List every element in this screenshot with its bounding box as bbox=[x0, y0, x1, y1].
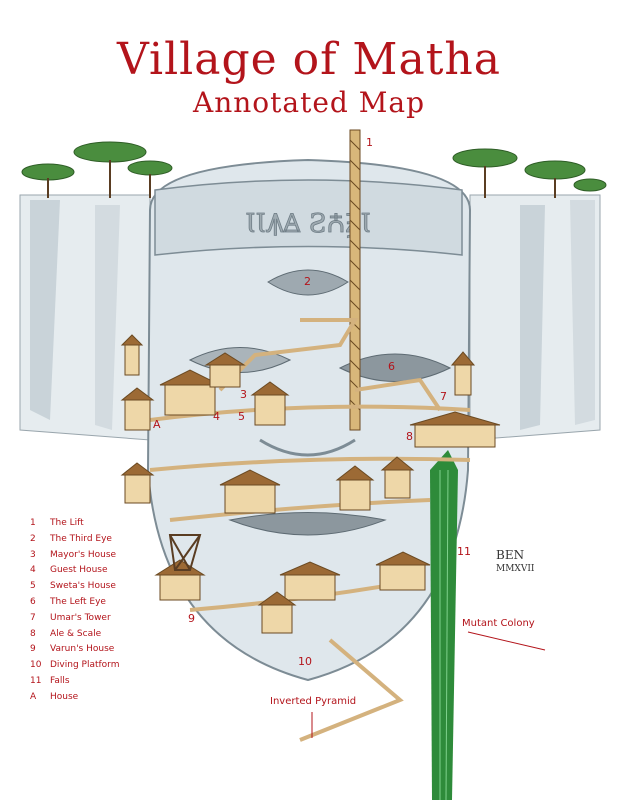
marker-8: 8 bbox=[406, 430, 413, 443]
diving-platform bbox=[168, 534, 202, 571]
map-subtitle: Annotated Map bbox=[192, 86, 426, 119]
mutant-colony-arrow bbox=[467, 631, 546, 651]
inverted-pyramid-label: Inverted Pyramid bbox=[270, 696, 357, 707]
lift-tower bbox=[349, 129, 361, 431]
map-markers: 1 2 3 4 5 6 7 8 9 10 11 A bbox=[153, 136, 471, 668]
marker-9: 9 bbox=[188, 612, 195, 625]
marker-2: 2 bbox=[304, 275, 311, 288]
marker-11: 11 bbox=[457, 545, 471, 558]
marker-1: 1 bbox=[366, 136, 373, 149]
marker-5: 5 bbox=[238, 410, 245, 423]
mutant-colony-label: Mutant Colony bbox=[462, 618, 535, 629]
signature-initials: BEN bbox=[496, 548, 525, 562]
signature-year: MMXVII bbox=[496, 564, 535, 574]
trees-right bbox=[452, 148, 607, 198]
left-cliff bbox=[19, 194, 151, 441]
trees-left bbox=[21, 141, 173, 198]
marker-10: 10 bbox=[298, 655, 312, 668]
marker-7: 7 bbox=[440, 390, 447, 403]
marker-4: 4 bbox=[213, 410, 220, 423]
right-cliff bbox=[469, 194, 601, 441]
artist-signature: BEN MMXVII bbox=[496, 548, 534, 576]
stone-face: ꙆꙆꙞꙘ ꙄꙈꙂꙆ bbox=[146, 158, 472, 682]
falls bbox=[430, 450, 458, 800]
map-title: Village of Matha bbox=[117, 34, 501, 85]
marker-3: 3 bbox=[240, 388, 247, 401]
marker-a: A bbox=[153, 418, 161, 431]
houses bbox=[120, 334, 501, 634]
marker-6: 6 bbox=[388, 360, 395, 373]
